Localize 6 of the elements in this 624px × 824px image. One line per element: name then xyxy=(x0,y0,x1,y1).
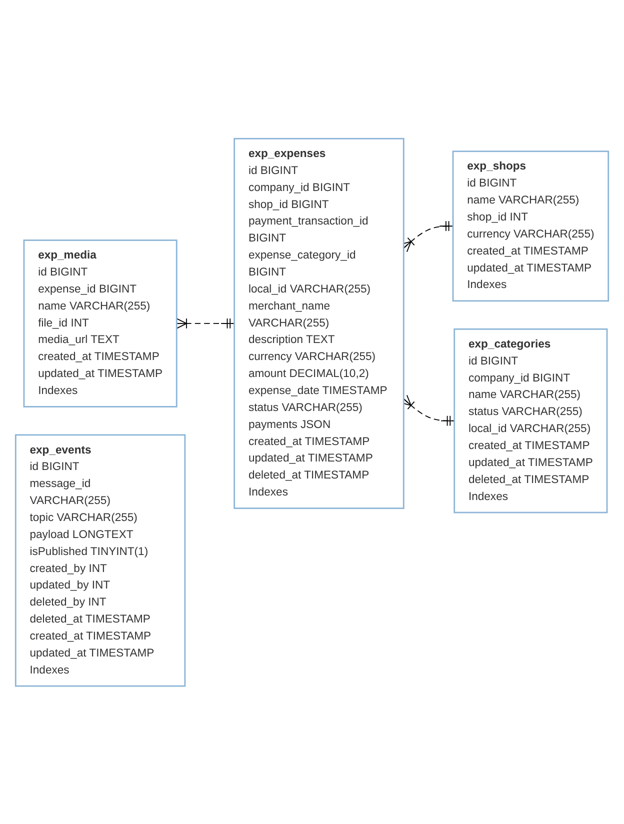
table-box: exp_shops id BIGINT name VARCHAR(255) shop_id INT currency VARCHAR(255) created_at TIMESTAMP updated_at TIMESTAMP Indexes xyxy=(452,150,610,302)
table-box: exp_media id BIGINT expense_id BIGINT name VARCHAR(255) file_id INT media_url TEXT created_at TIMESTAMP updated_at TIMESTAMP Indexes xyxy=(23,239,178,408)
relationship-line xyxy=(176,318,235,328)
table-box: exp_events id BIGINT message_id VARCHAR(255) topic VARCHAR(255) payload LONGTEXT isPublished TINYINT(1) created_by INT updated_by INT deleted_by INT deleted_at TIMESTAMP created_at TIMESTAMP updated_at TIMESTAMP Indexes xyxy=(14,434,186,686)
table-box: exp_expenses id BIGINT company_id BIGINT shop_id BIGINT payment_transaction_id BIGINT expense_category_id BIGINT local_id VARCHAR(255) merchant_name VARCHAR(255) description TEXT currency VARCHAR(255) amount DECIMAL(10,2) expense_date TIMESTAMP status VARCHAR(255) payments JSON created_at TIMESTAMP updated_at TIMESTAMP deleted_at TIMESTAMP Indexes xyxy=(234,138,404,509)
table-box: exp_categories id BIGINT company_id BIGINT name VARCHAR(255) status VARCHAR(255) local_id VARCHAR(255) created_at TIMESTAMP updated_at TIMESTAMP deleted_at TIMESTAMP Indexes xyxy=(454,328,608,513)
